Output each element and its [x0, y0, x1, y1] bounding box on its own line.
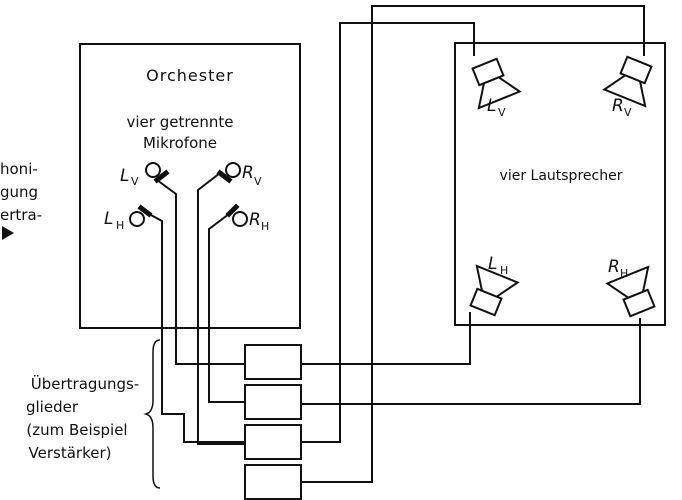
microphone-icon	[129, 211, 145, 227]
mic-rear-right-letter: R	[249, 210, 261, 230]
mic-front-left-index: V	[131, 175, 139, 188]
wire-unit-3-out	[301, 22, 475, 443]
transmission-caption-line-2: glieder	[26, 398, 79, 416]
side-caption-line-1: honi-	[0, 160, 38, 178]
speaker-rear-left: L H	[469, 254, 520, 317]
brace-icon	[143, 339, 161, 489]
microphone-front-right: R V	[216, 162, 262, 188]
speaker-front-left: L V	[471, 57, 522, 119]
side-caption-line-3: ertra-	[0, 206, 42, 224]
transmission-caption-line-1: Übertragungs-	[31, 374, 139, 393]
microphone-bar	[225, 203, 240, 218]
speaker-cone	[602, 74, 647, 108]
speaker-front-right-index: V	[624, 106, 632, 119]
speaker-cone	[605, 265, 650, 299]
transmission-caption-line-4: Verstärker)	[29, 444, 112, 462]
mic-front-left-letter: L	[120, 166, 129, 186]
speaker-rear-left-letter: L	[488, 254, 497, 274]
triangle-right-icon	[2, 226, 14, 240]
speaker-rear-right-index: H	[620, 267, 628, 280]
side-caption-line-2: gung	[0, 183, 38, 201]
microphone-icon	[232, 211, 248, 227]
microphone-icon	[145, 162, 161, 178]
orchestra-box	[79, 43, 301, 329]
transmission-unit-3	[244, 424, 302, 460]
transmission-unit-2	[244, 384, 302, 420]
microphone-bar	[216, 169, 233, 184]
speaker-cone	[477, 76, 522, 110]
wire-unit-4-out	[301, 5, 645, 483]
mic-rear-left-index: H	[116, 219, 124, 232]
orchestra-subtitle-line-2: Mikrofone	[143, 134, 217, 152]
speaker-front-right-letter: R	[612, 96, 624, 116]
signal-wires	[148, 5, 645, 483]
transmission-units	[244, 344, 302, 500]
loudspeaker-room-title: vier Lautsprecher	[500, 168, 623, 184]
speaker-front-right: R V	[602, 55, 653, 119]
speaker-rear-left-index: H	[500, 264, 508, 277]
loudspeaker-room-box	[454, 42, 666, 326]
microphone-rear-right: R H	[225, 203, 269, 233]
microphone-icon	[225, 162, 241, 178]
speaker-rear-right-letter: R	[608, 257, 620, 277]
mic-front-right-letter: R	[242, 163, 254, 183]
microphone-rear-left: L H	[104, 204, 153, 232]
speaker-front-left-letter: L	[487, 96, 496, 116]
wire-unit-1-out	[301, 312, 471, 365]
microphone-bar	[153, 169, 170, 184]
wire-unit-2-out	[301, 318, 641, 405]
transmission-unit-1	[244, 344, 302, 380]
transmission-unit-4	[244, 464, 302, 500]
wire-mic-front-right-in	[197, 172, 245, 445]
mic-front-right-index: V	[254, 175, 262, 188]
mic-rear-right-index: H	[261, 220, 269, 233]
orchestra-subtitle-line-1: vier getrennte	[126, 113, 233, 131]
mic-rear-left-letter: L	[104, 209, 113, 229]
orchestra-title: Orchester	[146, 66, 234, 85]
wire-mic-rear-right-in	[208, 213, 245, 403]
microphone-bar	[137, 204, 153, 218]
microphone-front-left: L V	[120, 162, 170, 188]
speaker-rear-right: R H	[605, 257, 656, 318]
side-caption: honi- gung ertra-	[0, 160, 42, 240]
transmission-caption-line-3: (zum Beispiel	[26, 421, 127, 439]
wire-mic-front-left-in	[156, 179, 245, 365]
wire-mic-rear-left-in	[148, 213, 245, 443]
speaker-front-left-index: V	[498, 106, 506, 119]
speaker-cone	[475, 264, 520, 298]
